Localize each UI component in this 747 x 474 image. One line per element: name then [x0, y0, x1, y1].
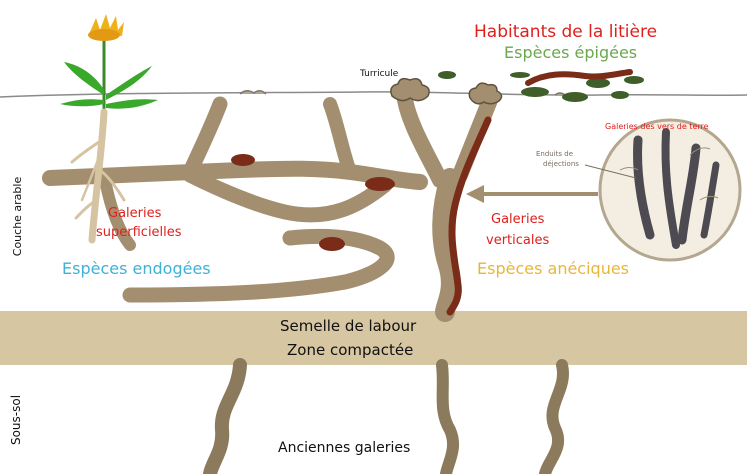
old-burrow-left	[210, 365, 240, 474]
label-galeries-superficielles-1: Galeries	[108, 206, 161, 221]
label-especes-endogees: Espèces endogées	[62, 259, 211, 278]
plant	[60, 14, 158, 115]
label-galeries-verticales-1: Galeries	[491, 212, 544, 227]
anecic-burrow	[405, 100, 490, 312]
label-especes-aneciques: Espèces anéciques	[477, 259, 629, 278]
label-turricule: Turricule	[360, 69, 398, 79]
endogeic-worm-2	[365, 177, 395, 191]
endogeic-worm-3	[319, 237, 345, 251]
turricule-casts	[391, 79, 502, 104]
label-zone-compactee: Zone compactée	[287, 341, 413, 359]
old-burrow-right	[545, 365, 563, 474]
label-anciennes-galeries: Anciennes galeries	[278, 440, 410, 456]
label-galeries-superficielles-2: superficielles	[96, 225, 182, 240]
label-couche-arable: Couche arable	[11, 177, 24, 256]
label-habitants-litiere: Habitants de la litière	[474, 22, 657, 42]
litter-worm	[528, 72, 630, 83]
old-burrow-center	[442, 365, 453, 474]
label-especes-epigees: Espèces épigées	[504, 43, 637, 62]
label-galeries-vers-de-terre: Galeries des vers de terre	[605, 122, 709, 131]
surface-bump-1	[240, 91, 266, 94]
label-dejections: déjections	[543, 160, 579, 168]
inset-arrowhead	[466, 185, 484, 203]
label-enduits: Enduits de	[536, 150, 573, 158]
label-semelle-de-labour: Semelle de labour	[280, 317, 416, 335]
endogeic-worm-1	[231, 154, 255, 166]
label-galeries-verticales-2: verticales	[486, 233, 549, 248]
label-sous-sol: Sous-sol	[9, 395, 23, 445]
